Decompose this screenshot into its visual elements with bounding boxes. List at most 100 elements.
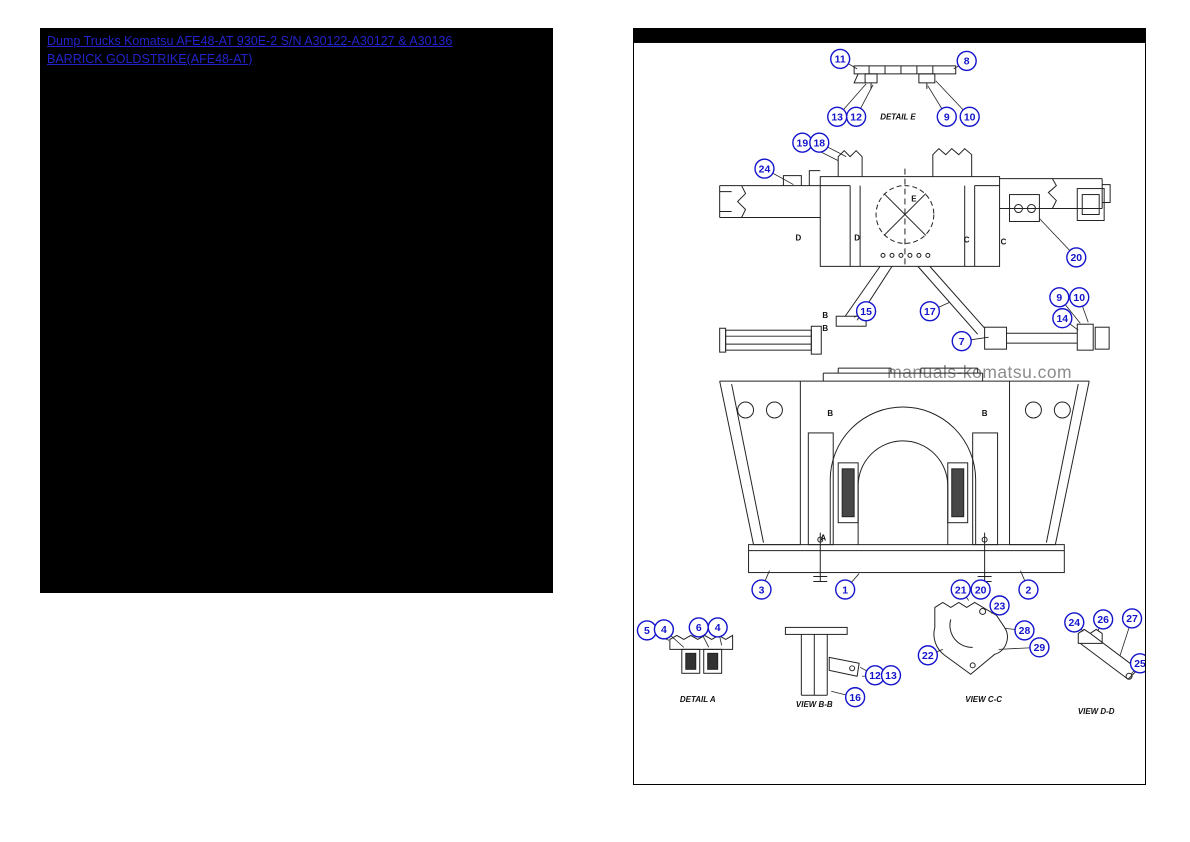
view-label: VIEW D-D (1078, 707, 1115, 716)
svg-text:15: 15 (860, 307, 872, 318)
diagram-header-bar (634, 29, 1145, 43)
view-label: DETAIL A (680, 695, 716, 704)
svg-text:22: 22 (922, 651, 934, 662)
detail-a-drawing (669, 634, 734, 674)
svg-text:19: 19 (797, 138, 809, 149)
callout-7: 7 (951, 331, 972, 352)
svg-text:24: 24 (1068, 618, 1080, 629)
callout-1: 1 (835, 579, 856, 600)
svg-text:8: 8 (964, 57, 970, 68)
svg-text:18: 18 (813, 138, 825, 149)
section-letter: B (822, 311, 828, 320)
svg-text:2: 2 (1026, 585, 1032, 596)
svg-text:27: 27 (1126, 614, 1138, 625)
detail-a-slot-left (685, 652, 697, 670)
svg-text:4: 4 (661, 625, 667, 636)
callout-26: 26 (1093, 609, 1114, 630)
svg-text:24: 24 (759, 164, 771, 175)
svg-text:13: 13 (885, 671, 897, 682)
view-labels: DETAIL E DETAIL A VIEW B-B VIEW C-C VIEW D-D (680, 113, 1115, 716)
callout-15: 15 (855, 301, 877, 322)
svg-text:25: 25 (1134, 659, 1145, 670)
svg-text:12: 12 (869, 671, 881, 682)
document-title-link[interactable]: Dump Trucks Komatsu AFE48-AT 930E-2 S/N … (47, 34, 453, 66)
axle-assembly-drawing (719, 148, 1111, 355)
callout-19: 19 (792, 132, 813, 153)
callout-23: 23 (989, 595, 1010, 616)
view-cc-drawing (933, 601, 1008, 675)
svg-text:20: 20 (975, 585, 987, 596)
left-slot-insert (841, 468, 855, 518)
callout-17: 17 (919, 301, 941, 322)
svg-text:10: 10 (1073, 293, 1085, 304)
view-dd-drawing (1077, 628, 1139, 680)
section-letter: A (820, 534, 826, 543)
callout-4: 4 (653, 619, 675, 640)
callout-25: 25 (1129, 653, 1145, 674)
callout-29: 29 (1029, 637, 1050, 658)
callout-9: 9 (936, 106, 957, 127)
section-letter: C (964, 235, 970, 244)
callout-10: 10 (1069, 287, 1090, 308)
callout-28: 28 (1014, 620, 1035, 641)
svg-text:5: 5 (644, 626, 650, 637)
callout-24: 24 (754, 158, 775, 179)
section-letter: E (911, 195, 916, 204)
svg-text:9: 9 (944, 113, 950, 124)
svg-text:1: 1 (842, 585, 848, 596)
callout-8: 8 (956, 50, 977, 72)
svg-text:21: 21 (955, 585, 967, 596)
callout-21: 21 (950, 579, 971, 600)
detail-a-slot-right (707, 652, 719, 670)
callout-2: 2 (1018, 579, 1039, 600)
callout-24: 24 (1064, 612, 1085, 633)
section-letter: B (827, 409, 833, 418)
svg-text:26: 26 (1097, 615, 1109, 626)
callout-10: 10 (959, 106, 980, 127)
callout-6: 6 (688, 617, 709, 638)
callout-12: 12 (845, 106, 867, 127)
frame-assembly-drawing (719, 367, 1090, 583)
parts-diagram-panel: manuals-komatsu.com (633, 28, 1146, 785)
callout-5: 5 (636, 620, 658, 641)
svg-text:10: 10 (964, 113, 976, 124)
view-label: DETAIL E (880, 113, 916, 122)
svg-text:4: 4 (715, 623, 721, 634)
svg-text:7: 7 (959, 337, 965, 348)
section-letter: D (795, 233, 801, 242)
svg-text:6: 6 (696, 623, 702, 634)
svg-text:12: 12 (850, 113, 862, 124)
svg-text:23: 23 (994, 601, 1006, 612)
svg-text:20: 20 (1070, 253, 1082, 264)
svg-text:3: 3 (759, 585, 765, 596)
callout-13: 13 (827, 106, 848, 127)
view-label: VIEW B-B (796, 700, 833, 709)
svg-text:9: 9 (1056, 293, 1062, 304)
section-letter: B (982, 409, 988, 418)
view-bb-drawing (784, 626, 860, 696)
section-letter: D (854, 233, 860, 242)
section-letter: C (1001, 237, 1007, 246)
section-letter: B (822, 324, 828, 333)
callout-9: 9 (1049, 287, 1070, 308)
svg-text:16: 16 (849, 693, 861, 704)
callout-16: 16 (844, 687, 866, 708)
callout-11: 11 (830, 48, 851, 70)
callout-27: 27 (1121, 608, 1143, 629)
left-black-panel: Dump Trucks Komatsu AFE48-AT 930E-2 S/N … (40, 28, 553, 593)
parts-diagram: manuals-komatsu.com (634, 29, 1145, 716)
callout-20: 20 (970, 579, 991, 600)
callout-18: 18 (809, 132, 830, 153)
watermark-text: manuals-komatsu.com (887, 362, 1072, 382)
callout-4: 4 (707, 617, 728, 638)
callout-22: 22 (917, 645, 939, 666)
svg-text:13: 13 (831, 113, 843, 124)
svg-text:17: 17 (924, 307, 936, 318)
view-label: VIEW C-C (965, 695, 1002, 704)
svg-text:28: 28 (1019, 626, 1031, 637)
callout-13: 13 (880, 665, 902, 686)
svg-text:29: 29 (1034, 643, 1046, 654)
